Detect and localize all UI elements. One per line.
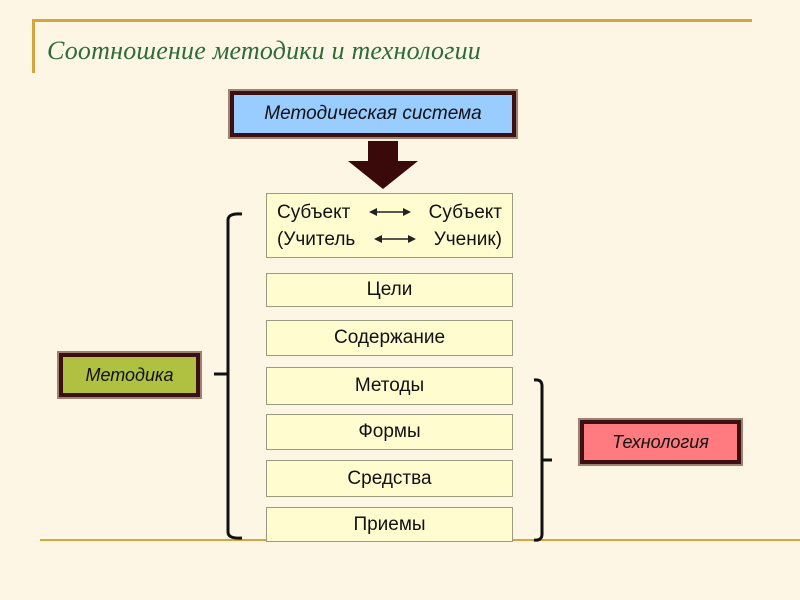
methodology-brace-icon bbox=[214, 212, 243, 540]
technology-box: Технология bbox=[578, 418, 743, 466]
item-forms: Формы bbox=[266, 414, 513, 450]
title-left-rule bbox=[32, 19, 35, 73]
double-arrow-icon bbox=[368, 208, 411, 216]
item-means: Средства bbox=[266, 460, 513, 497]
methodical-system-label: Методическая система bbox=[264, 103, 482, 124]
student-label: Ученик) bbox=[433, 228, 502, 250]
methodical-system-box: Методическая система bbox=[228, 89, 518, 139]
double-arrow-icon bbox=[373, 235, 416, 243]
subjects-row-1: Субъект Субъект bbox=[277, 199, 502, 226]
methodology-box: Методика bbox=[57, 351, 202, 399]
slide-title: Соотношение методики и технологии bbox=[47, 36, 482, 65]
title-top-rule bbox=[32, 19, 752, 22]
technology-brace-icon bbox=[533, 378, 552, 542]
subject-right: Субъект bbox=[428, 201, 502, 223]
item-content: Содержание bbox=[266, 320, 513, 356]
down-arrow-icon bbox=[348, 141, 418, 189]
subjects-row-2: (Учитель Ученик) bbox=[277, 226, 502, 253]
teacher-label: (Учитель bbox=[277, 228, 356, 250]
item-goals: Цели bbox=[266, 273, 513, 307]
item-techniques: Приемы bbox=[266, 507, 513, 542]
technology-label: Технология bbox=[612, 431, 709, 452]
methodology-label: Методика bbox=[85, 364, 174, 385]
item-methods: Методы bbox=[266, 367, 513, 405]
subject-left: Субъект bbox=[277, 201, 351, 223]
subjects-box: Субъект Субъект (Учитель Ученик) bbox=[266, 193, 513, 258]
